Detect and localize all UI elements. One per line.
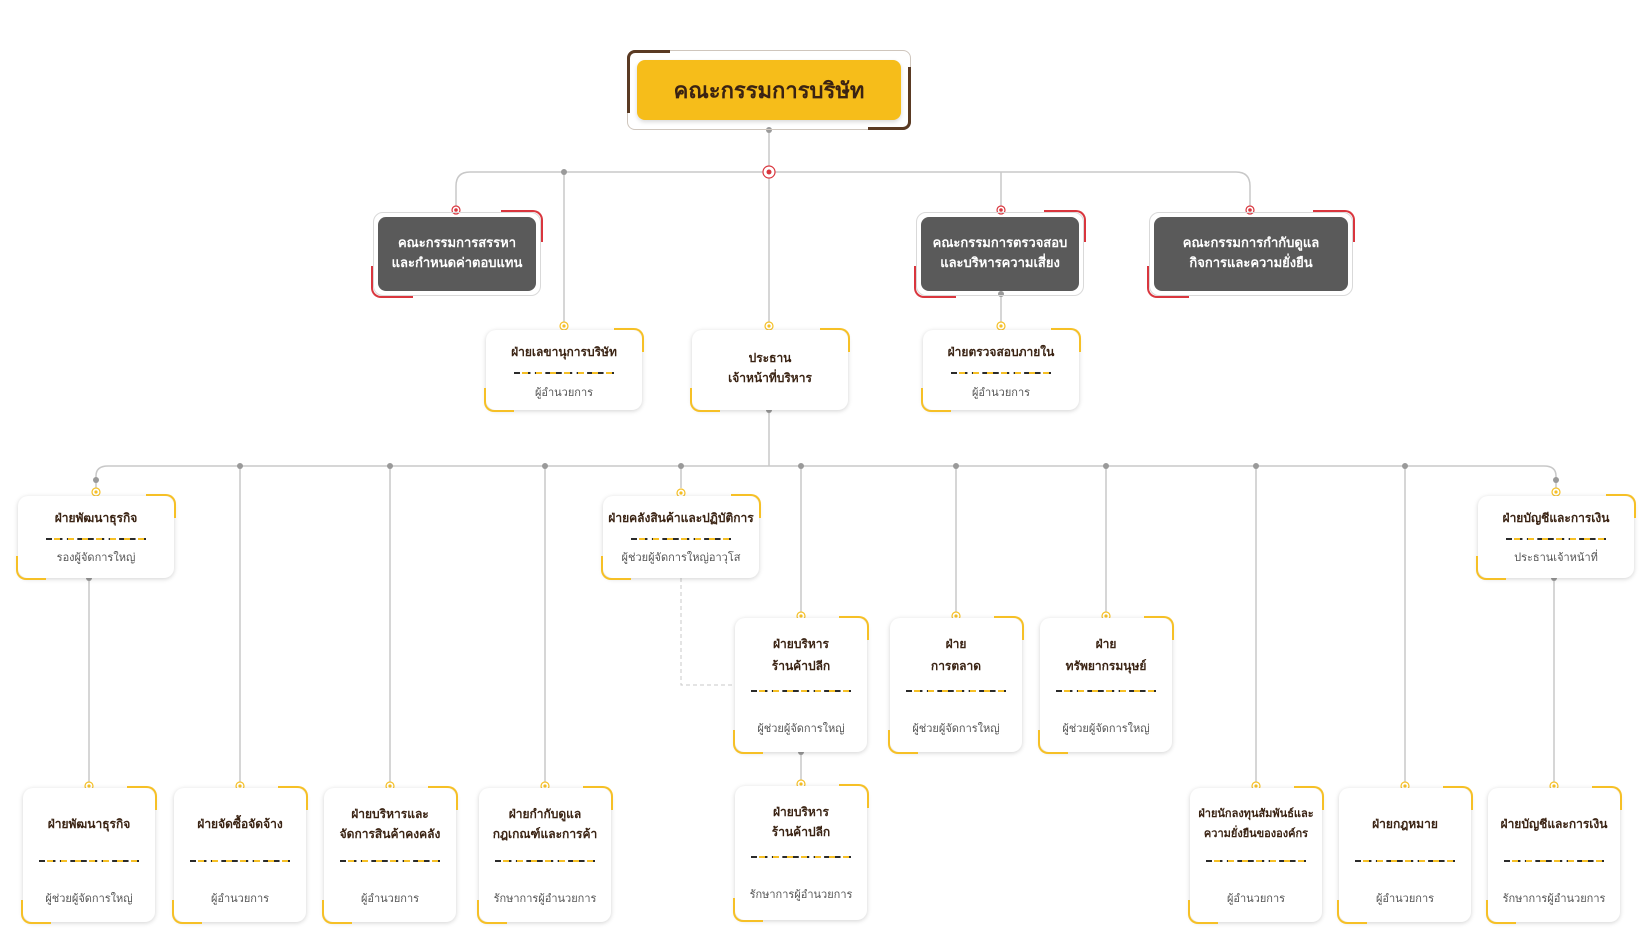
node-title: ฝ่ายพัฒนาธุรกิจ	[47, 817, 131, 831]
node-title: กฎเกณฑ์และการค้า	[492, 827, 598, 841]
node-title: ร้านค้าปลีก	[771, 659, 831, 673]
node-title: ฝ่ายบริหารและ	[351, 807, 429, 821]
node-inventory[interactable]: ฝ่ายบริหารและ จัดการสินค้าคงคลัง ผู้อำนว…	[322, 786, 458, 924]
node-title: ฝ่ายบัญชีและการเงิน	[1502, 511, 1610, 525]
node-finance[interactable]: ฝ่ายบัญชีและการเงิน ประธานเจ้าหน้าที่	[1476, 494, 1636, 580]
node-subtitle: ผู้อำนวยการ	[1226, 892, 1286, 905]
dash-divider	[751, 690, 851, 692]
node-title: ฝ่ายจัดซื้อจัดจ้าง	[197, 817, 283, 831]
dash-divider	[631, 538, 731, 540]
board-frame-corner	[627, 50, 670, 113]
committee-line2: กิจการและความยั่งยืน	[1189, 256, 1313, 271]
node-title: ร้านค้าปลีก	[771, 825, 831, 839]
node-ceo[interactable]: ประธาน เจ้าหน้าที่บริหาร	[690, 328, 850, 412]
node-subtitle: รักษาการผู้อำนวยการ	[749, 888, 853, 901]
node-title: ความยั่งยืนขององค์กร	[1203, 827, 1309, 840]
dash-divider	[1355, 860, 1455, 862]
board-title: คณะกรรมการบริษัท	[637, 60, 901, 120]
node-bizdev[interactable]: ฝ่ายพัฒนาธุรกิจ รองผู้จัดการใหญ่	[16, 494, 176, 580]
dash-divider	[1504, 860, 1604, 862]
dash-divider	[190, 860, 290, 862]
node-subtitle: ผู้อำนวยการ	[1375, 892, 1435, 905]
dash-divider	[1056, 690, 1156, 692]
committee-line2: และบริหารความเสี่ยง	[940, 256, 1060, 271]
dash-divider	[340, 860, 440, 862]
connector	[95, 465, 1557, 488]
committee-audit-risk[interactable]: คณะกรรมการตรวจสอบ และบริหารความเสี่ยง	[914, 210, 1086, 298]
node-subtitle: ผู้อำนวยการ	[971, 386, 1031, 399]
node-secretary[interactable]: ฝ่ายเลขานุการบริษัท ผู้อำนวยการ	[484, 328, 644, 412]
dash-divider	[951, 372, 1051, 374]
node-title: ฝ่ายบริหาร	[773, 805, 829, 819]
board-node[interactable]: คณะกรรมการบริษัท	[627, 50, 911, 130]
node-subtitle: ผู้ช่วยผู้จัดการใหญ่	[45, 892, 133, 905]
node-subtitle: รักษาการผู้อำนวยการ	[493, 892, 597, 905]
node-bizdev-sub[interactable]: ฝ่ายพัฒนาธุรกิจ ผู้ช่วยผู้จัดการใหญ่	[21, 786, 157, 924]
node-finance-sub[interactable]: ฝ่ายบัญชีและการเงิน รักษาการผู้อำนวยการ	[1486, 786, 1622, 924]
dash-divider	[39, 860, 139, 862]
node-compliance[interactable]: ฝ่ายกำกับดูแล กฎเกณฑ์และการค้า รักษาการผ…	[477, 786, 613, 924]
node-title: ฝ่ายตรวจสอบภายใน	[947, 345, 1055, 359]
node-title: ทรัพยากรมนุษย์	[1065, 659, 1147, 673]
node-title: ฝ่ายนักลงทุนสัมพันธ์และ	[1198, 807, 1314, 820]
node-warehouse[interactable]: ฝ่ายคลังสินค้าและปฏิบัติการ ผู้ช่วยผู้จั…	[601, 494, 761, 580]
dash-divider	[906, 690, 1006, 692]
node-procurement[interactable]: ฝ่ายจัดซื้อจัดจ้าง ผู้อำนวยการ	[172, 786, 308, 924]
node-title: ฝ่ายกำกับดูแล	[508, 807, 582, 821]
dash-divider	[1206, 860, 1306, 862]
node-subtitle: รองผู้จัดการใหญ่	[56, 551, 136, 564]
node-subtitle: ผู้ช่วยผู้จัดการใหญ่	[1062, 722, 1150, 735]
committee-line1: คณะกรรมการสรรหา	[397, 236, 517, 251]
dash-divider	[1506, 538, 1606, 540]
committee-nomination[interactable]: คณะกรรมการสรรหา และกำหนดค่าตอบแทน	[371, 210, 543, 298]
dash-divider	[46, 538, 146, 540]
node-subtitle: ผู้ช่วยผู้จัดการใหญ่อาวุโส	[621, 551, 741, 564]
node-title: จัดการสินค้าคงคลัง	[339, 827, 441, 841]
node-title: การตลาด	[930, 659, 982, 673]
committee-line1: คณะกรรมการตรวจสอบ	[932, 236, 1068, 251]
node-title: ประธาน	[748, 351, 792, 365]
node-subtitle: ประธานเจ้าหน้าที่	[1514, 551, 1598, 564]
connector	[455, 171, 1251, 210]
node-subtitle: ผู้ช่วยผู้จัดการใหญ่	[757, 722, 845, 735]
node-subtitle: ผู้อำนวยการ	[210, 892, 270, 905]
node-title: เจ้าหน้าที่บริหาร	[728, 371, 812, 385]
node-title: ฝ่ายกฎหมาย	[1372, 817, 1438, 831]
node-title: ฝ่าย	[945, 637, 967, 651]
node-retail-sub[interactable]: ฝ่ายบริหาร ร้านค้าปลีก รักษาการผู้อำนวยก…	[733, 784, 869, 922]
node-title: ฝ่ายพัฒนาธุรกิจ	[54, 511, 138, 525]
node-investor-relations[interactable]: ฝ่ายนักลงทุนสัมพันธ์และ ความยั่งยืนขององ…	[1188, 786, 1324, 924]
committee-line1: คณะกรรมการกำกับดูแล	[1182, 236, 1320, 251]
node-retail-mgmt[interactable]: ฝ่ายบริหาร ร้านค้าปลีก ผู้ช่วยผู้จัดการใ…	[733, 616, 869, 754]
node-subtitle: ผู้อำนวยการ	[534, 386, 594, 399]
node-hr[interactable]: ฝ่าย ทรัพยากรมนุษย์ ผู้ช่วยผู้จัดการใหญ่	[1038, 616, 1174, 754]
node-title: ฝ่ายคลังสินค้าและปฏิบัติการ	[608, 511, 754, 525]
committee-governance[interactable]: คณะกรรมการกำกับดูแล กิจการและความยั่งยืน	[1147, 210, 1355, 298]
node-title: ฝ่าย	[1095, 637, 1117, 651]
node-internal-audit[interactable]: ฝ่ายตรวจสอบภายใน ผู้อำนวยการ	[921, 328, 1081, 412]
node-subtitle: ผู้ช่วยผู้จัดการใหญ่	[912, 722, 1000, 735]
dash-divider	[751, 856, 851, 858]
dashed-connector	[680, 578, 733, 686]
node-title: ฝ่ายเลขานุการบริษัท	[511, 345, 617, 359]
node-legal[interactable]: ฝ่ายกฎหมาย ผู้อำนวยการ	[1337, 786, 1473, 924]
dash-divider	[495, 860, 595, 862]
committee-line2: และกำหนดค่าตอบแทน	[391, 256, 523, 271]
node-subtitle: ผู้อำนวยการ	[360, 892, 420, 905]
node-subtitle: รักษาการผู้อำนวยการ	[1502, 892, 1606, 905]
node-title: ฝ่ายบัญชีและการเงิน	[1500, 817, 1608, 831]
board-frame-corner	[868, 67, 911, 130]
dash-divider	[514, 372, 614, 374]
node-title: ฝ่ายบริหาร	[773, 637, 829, 651]
node-marketing[interactable]: ฝ่าย การตลาด ผู้ช่วยผู้จัดการใหญ่	[888, 616, 1024, 754]
